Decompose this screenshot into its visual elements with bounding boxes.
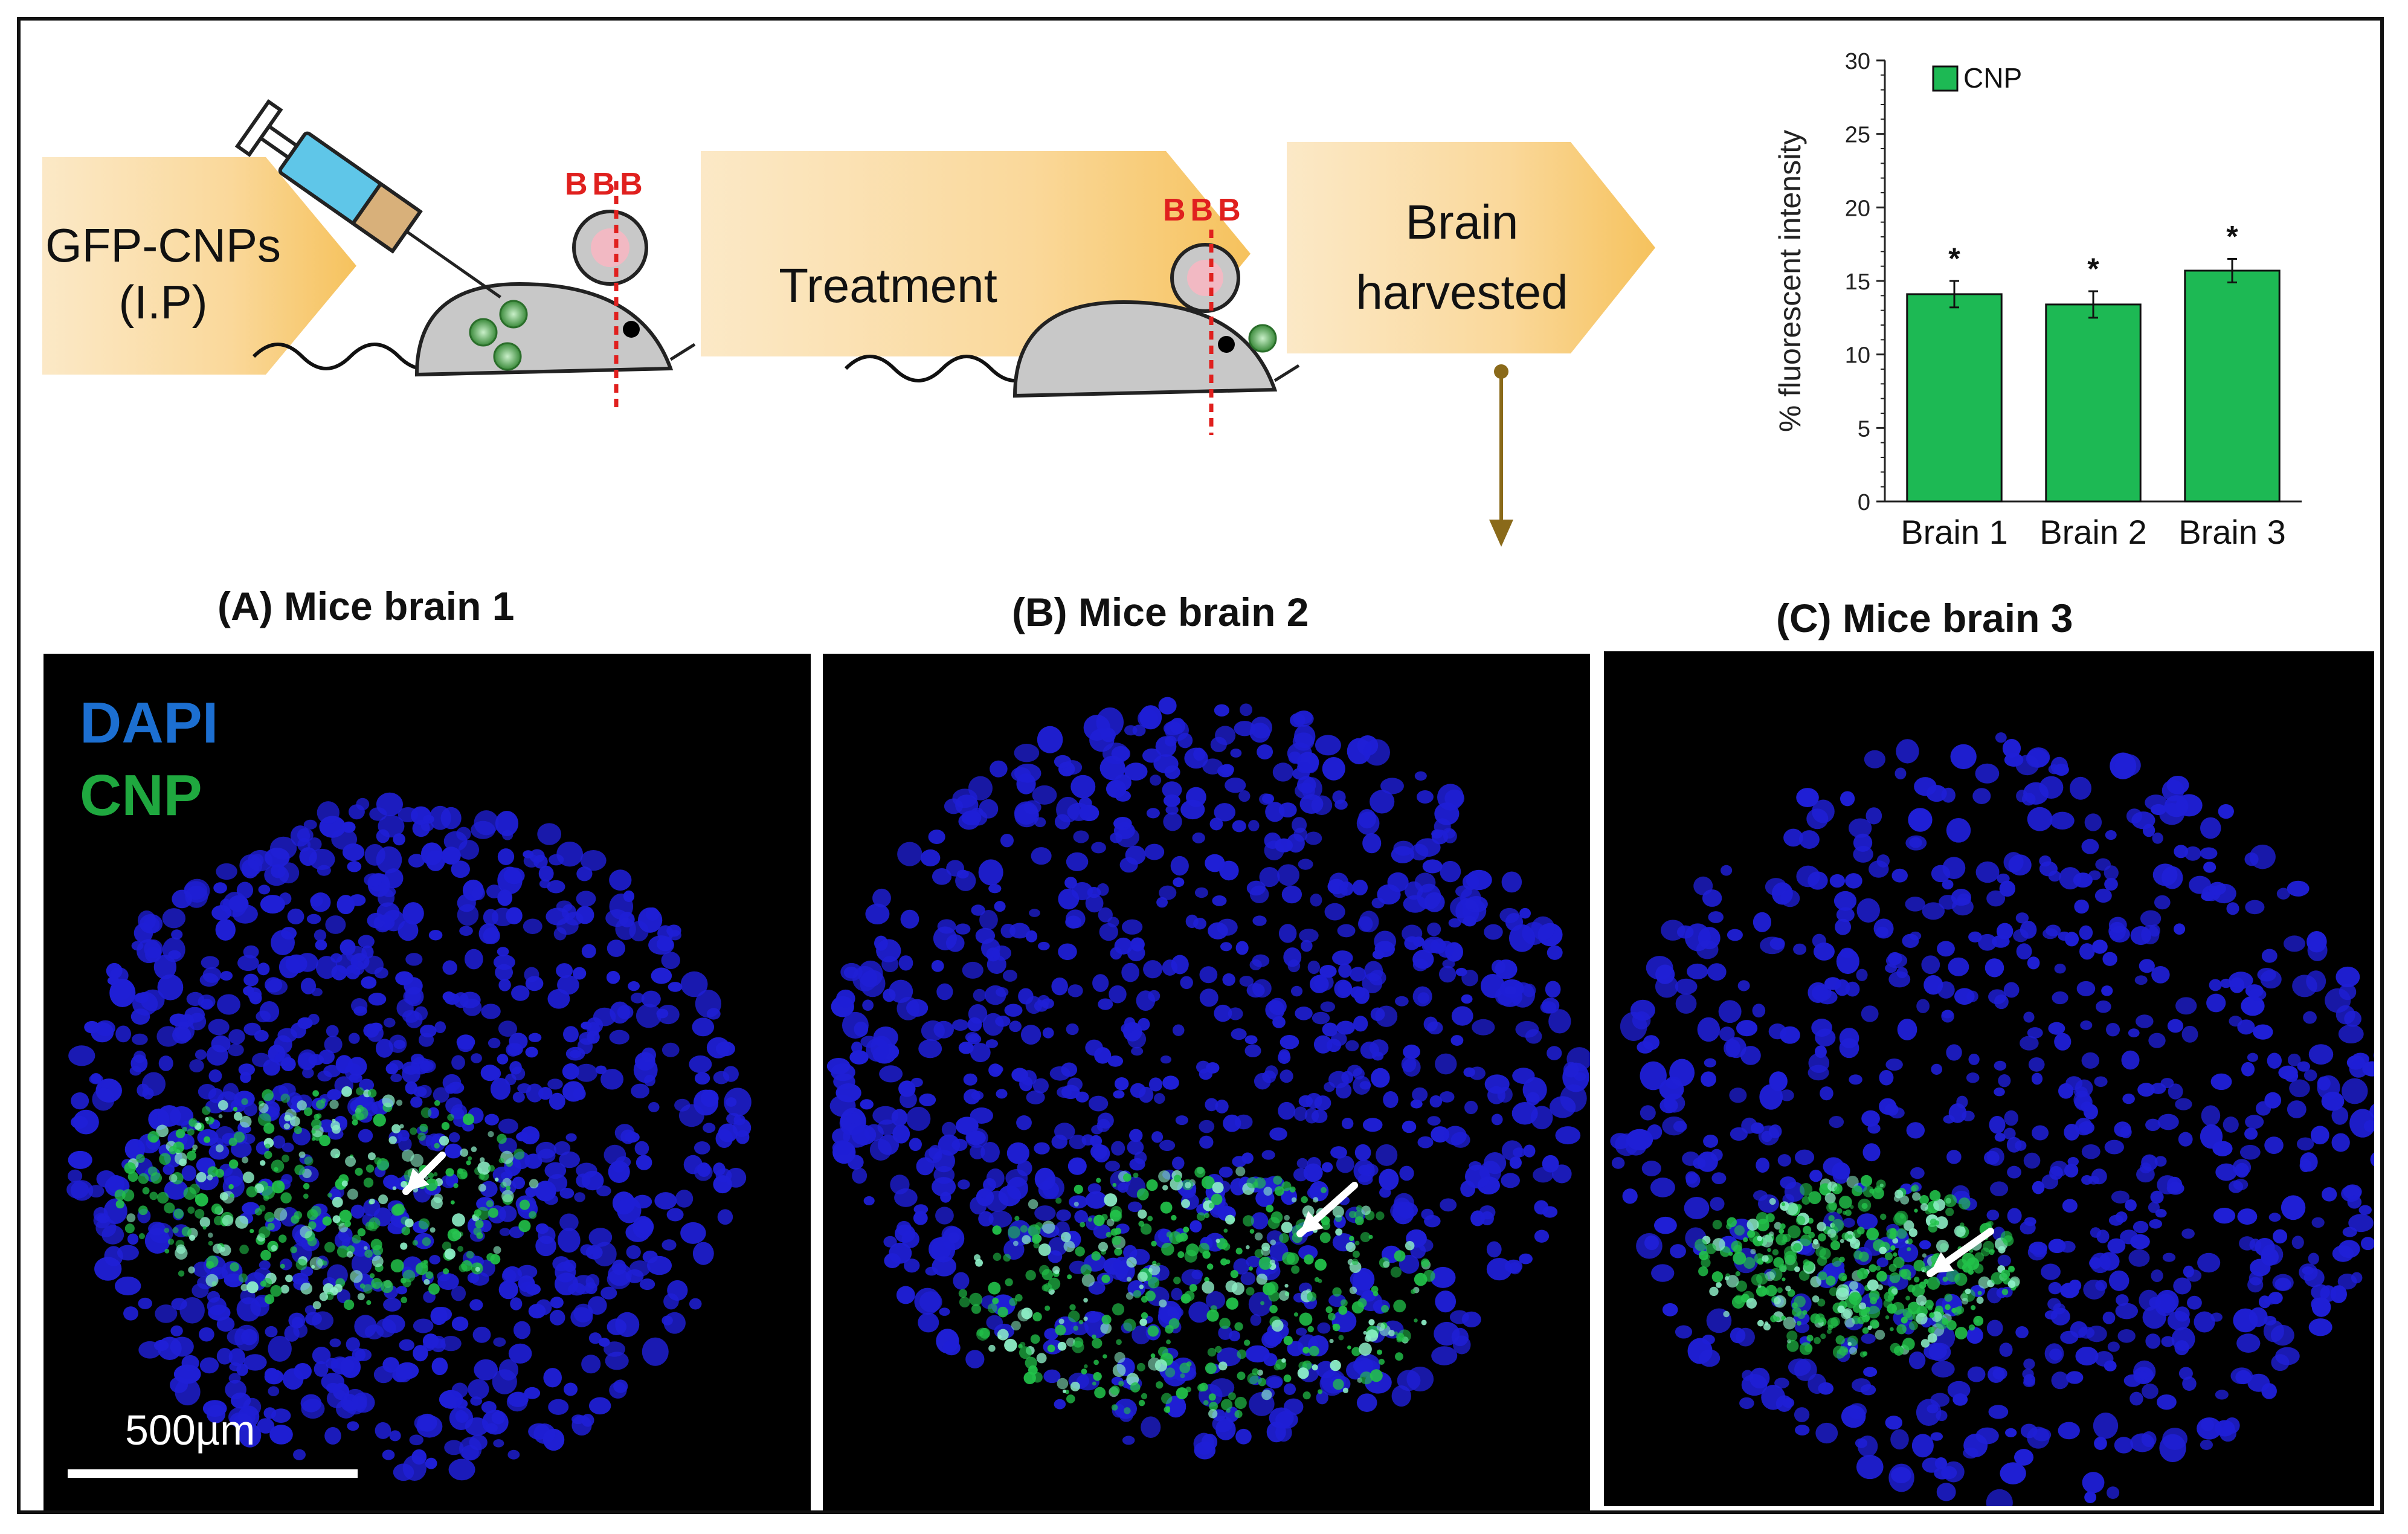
y-tick-label: 20 (1845, 196, 1870, 221)
panel-title-a: (A) Mice brain 1 (217, 584, 515, 628)
white-arrow-icon (402, 1152, 446, 1195)
x-tick-label: Brain 2 (2039, 513, 2146, 551)
micrograph-c-cells (1610, 732, 2374, 1506)
y-tick-label: 30 (1845, 49, 1870, 74)
micrograph-b-cells (826, 697, 1590, 1460)
cnp-signal (114, 1086, 539, 1310)
cnp-signal (1695, 1175, 2020, 1359)
workflow-schematic (42, 99, 1655, 547)
y-tick-label: 25 (1845, 123, 1870, 148)
bbb-label-1: BBB (565, 167, 648, 202)
scale-bar-label: 500µm (125, 1407, 256, 1454)
white-arrow-icon (1296, 1182, 1358, 1237)
dapi-nuclei (826, 697, 1590, 1460)
scale-bar (68, 1469, 358, 1478)
bbb-label-2: BBB (1163, 193, 1246, 228)
cnp-signal (958, 1166, 1435, 1419)
significance-marker: * (1948, 242, 1960, 276)
mouse-1-illustration (252, 181, 696, 411)
dapi-nuclei (66, 792, 752, 1481)
step3-arrow (1287, 142, 1655, 353)
down-arrow-icon (1489, 364, 1513, 547)
step2-label: Treatment (779, 259, 997, 312)
micrograph-a-cells (66, 792, 752, 1481)
legend-dapi: DAPI (80, 691, 219, 755)
significance-marker: * (2226, 220, 2238, 254)
step3-label: Brain harvested (1356, 195, 1568, 319)
panel-title-c: (C) Mice brain 3 (1776, 596, 2073, 640)
white-arrow-icon (1927, 1228, 1994, 1277)
syringe-icon (234, 99, 501, 298)
y-tick-label: 10 (1845, 343, 1870, 369)
x-tick-label: Brain 3 (2178, 513, 2285, 551)
mouse-2-illustration (844, 230, 1300, 435)
bar-1 (1906, 293, 2003, 503)
significance-marker: * (2087, 252, 2099, 286)
panel-title-b: (B) Mice brain 2 (1012, 590, 1309, 634)
micrograph-b (823, 654, 1590, 1510)
bar-3 (2184, 269, 2281, 503)
dapi-nuclei (1610, 732, 2374, 1506)
x-tick-label: Brain 1 (1901, 513, 2007, 551)
figure-frame (17, 17, 2384, 1514)
legend-swatch (1932, 65, 1959, 92)
y-tick-label: 15 (1845, 269, 1870, 295)
micrograph-a: DAPI CNP 500µm (43, 654, 811, 1510)
bar-2 (2045, 303, 2142, 503)
step1-label: GFP-CNPs (I.P) (45, 219, 281, 329)
y-tick-label: 5 (1858, 416, 1870, 442)
y-axis-label: % fluorescent intensity (1773, 130, 1807, 432)
micrograph-c (1604, 651, 2374, 1506)
bar-chart: 0 5 10 15 20 25 30 % fluorescent intensity * Brai… (1773, 49, 2302, 551)
y-tick-label: 0 (1858, 490, 1870, 515)
legend-cnp: CNP (80, 763, 202, 828)
step1-arrow (42, 157, 356, 375)
legend-label: CNP (1963, 62, 2022, 94)
